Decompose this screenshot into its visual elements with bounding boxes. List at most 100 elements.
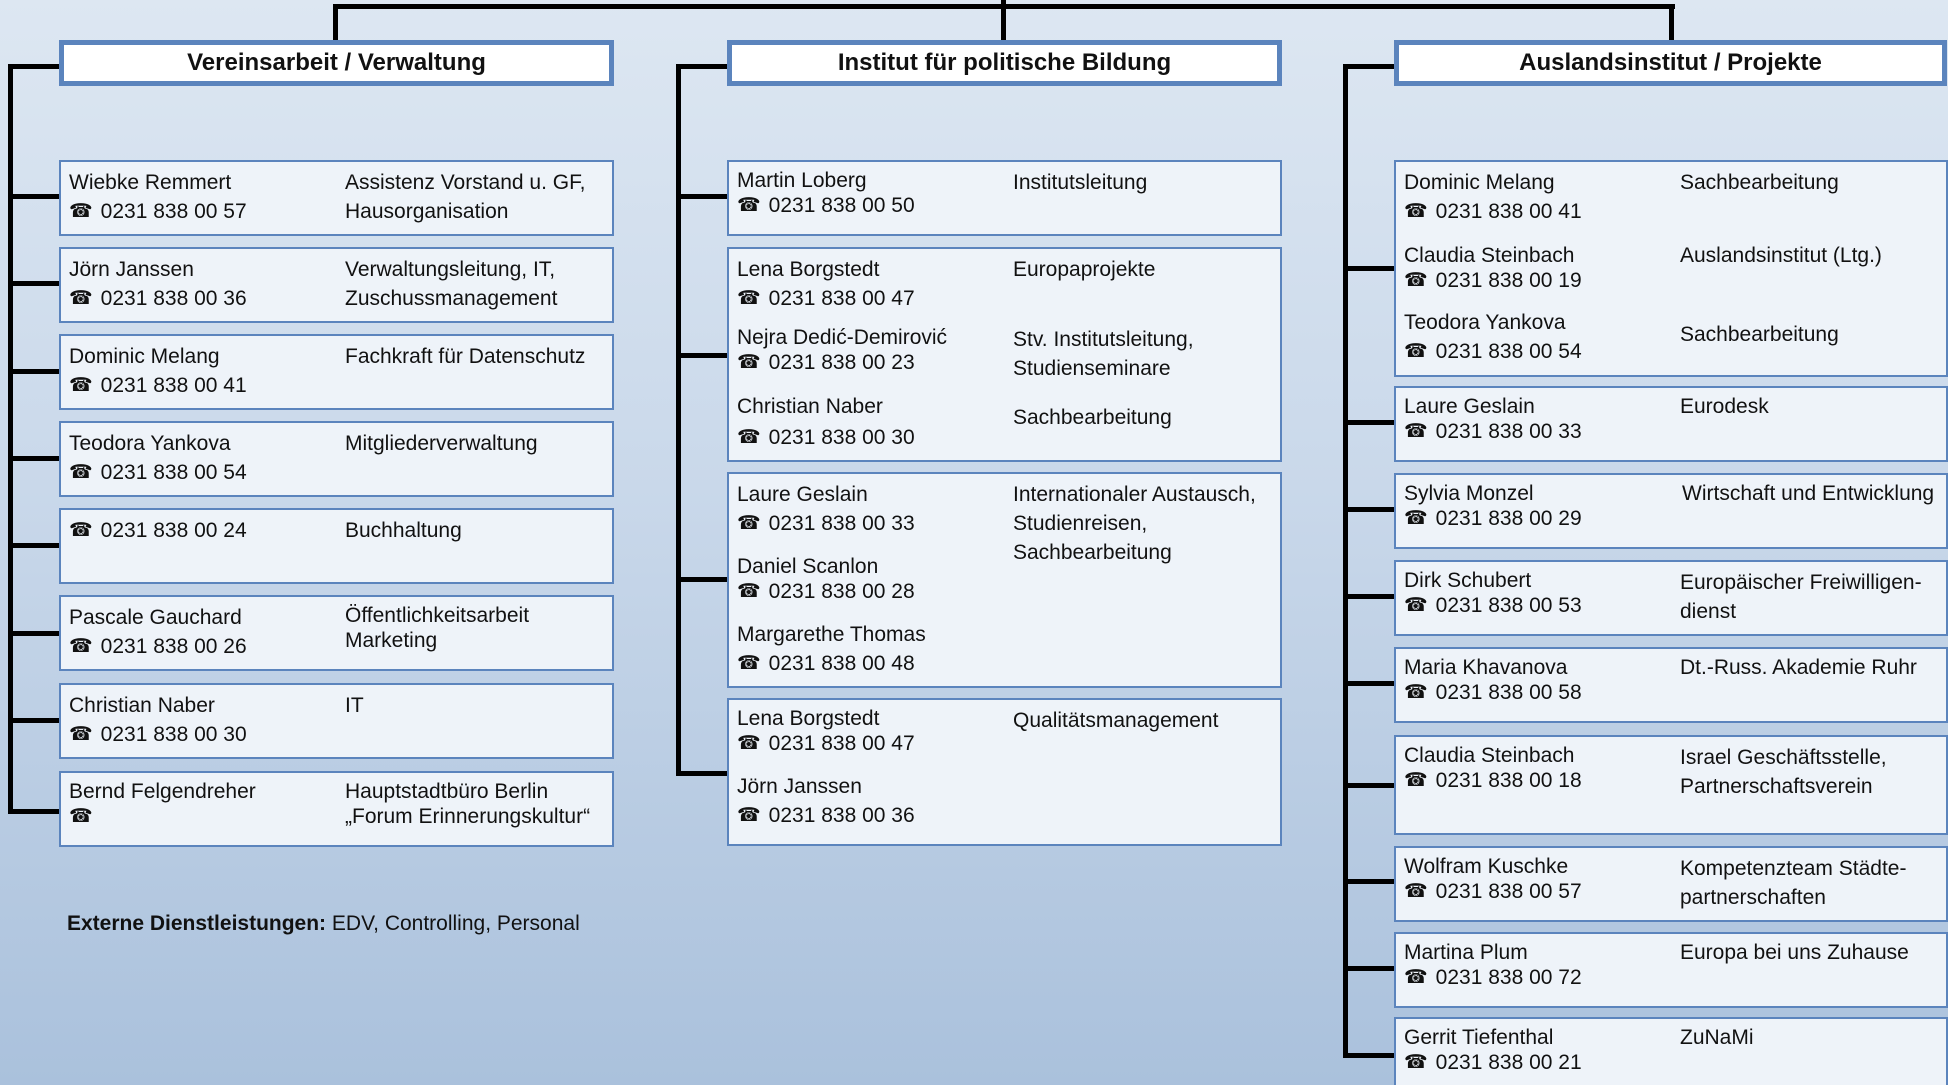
col1-card-8: Bernd Felgendreher ☎ Hauptstadtbüro Berli… (59, 771, 614, 847)
phone-number: 0231 838 00 41 (1435, 200, 1582, 223)
col1-card-2: Jörn Janssen ☎ 0231 838 00 36 Verwaltungsl… (59, 247, 614, 323)
phone-number: 0231 838 00 36 (100, 287, 247, 310)
role-text: Mitgliederverwaltung (345, 432, 538, 455)
phone-number: 0231 838 00 30 (768, 426, 915, 449)
person-name: Claudia Steinbach (1404, 744, 1575, 767)
role-text: Sachbearbeitung (1680, 323, 1839, 346)
role-text: Hauptstadtbüro Berlin (345, 780, 549, 803)
telephone-icon: ☎ (737, 513, 761, 534)
col1-tick (8, 543, 62, 548)
header-label: Institut für politische Bildung (837, 49, 1172, 76)
telephone-icon: ☎ (69, 520, 93, 541)
role-text: Dt.-Russ. Akademie Ruhr (1680, 656, 1917, 679)
role-text: Marketing (345, 629, 438, 652)
person-name: Martina Plum (1404, 941, 1528, 964)
col3-card: Wolfram Kuschke☎0231 838 00 57 Kompetenz… (1394, 846, 1948, 922)
col3-card: Sylvia Monzel☎0231 838 00 29 Wirtschaft … (1394, 473, 1948, 549)
telephone-icon: ☎ (69, 288, 93, 309)
col1-card-1: Wiebke Remmert☎0231 838 00 57 Assistenz … (59, 160, 614, 236)
telephone-icon: ☎ (737, 352, 761, 373)
person-name: Pascale Gauchard (69, 606, 242, 629)
phone-number: 0231 838 00 72 (1435, 966, 1582, 989)
phone-number: 0231 838 00 33 (1435, 420, 1582, 443)
col1-card-7: Christian Naber☎0231 838 00 30 IT (59, 683, 614, 759)
header-vereinsarbeit: Vereinsarbeit / Verwaltung (59, 40, 614, 86)
col1-tick (8, 194, 62, 199)
col1-card-3: Dominic Melang☎0231 838 00 41 Fachkraft … (59, 334, 614, 410)
person-name: Lena Borgstedt (737, 258, 880, 281)
role-text: Sachbearbeitung (1013, 541, 1172, 564)
col2-spine (676, 64, 681, 776)
person-name: Christian Naber (69, 694, 215, 717)
header-label: Vereinsarbeit / Verwaltung (187, 49, 486, 76)
telephone-icon: ☎ (1404, 967, 1428, 988)
phone-number: 0231 838 00 57 (100, 200, 247, 223)
person-name: Wiebke Remmert (69, 171, 232, 194)
phone-number: 0231 838 00 48 (768, 652, 915, 675)
phone-number: 0231 838 00 19 (1435, 269, 1582, 292)
col3-card: Claudia Steinbach ☎ 0231 838 00 18 Israel … (1394, 735, 1948, 835)
col3-tick (1343, 594, 1397, 599)
header-label: Auslandsinstitut / Projekte (1519, 49, 1822, 76)
footnote-text: EDV, Controlling, Personal (326, 912, 580, 935)
col2-tick (676, 353, 730, 358)
role-text: Studienseminare (1013, 357, 1171, 380)
col3-header-tick (1343, 64, 1397, 69)
telephone-icon: ☎ (1404, 770, 1428, 791)
col3-tick (1343, 966, 1397, 971)
header-institut: Institut für politische Bildung (727, 40, 1282, 86)
person-name: Teodora Yankova (1404, 311, 1566, 334)
person-name: Nejra Dedić-Demirović (737, 326, 948, 349)
phone-number: 0231 838 00 26 (100, 635, 247, 658)
col2-tick (676, 194, 730, 199)
role-text: Qualitätsmanagement (1013, 709, 1219, 732)
role-text: Zuschussmanagement (345, 287, 558, 310)
person-name: Margarethe Thomas (737, 623, 926, 646)
col1-tick (8, 809, 62, 814)
top-drop-1 (333, 4, 338, 42)
role-text: Institutsleitung (1013, 171, 1148, 194)
role-text: Wirtschaft und Entwicklung (1682, 482, 1935, 505)
phone-number: 0231 838 00 50 (768, 194, 915, 217)
person-name: Laure Geslain (1404, 395, 1535, 418)
col3-tick (1343, 681, 1397, 686)
col3-tick (1343, 783, 1397, 788)
person-name: Bernd Felgendreher (69, 780, 256, 803)
role-text: Verwaltungsleitung, IT, (345, 258, 556, 281)
phone-number: 0231 838 00 41 (100, 374, 247, 397)
person-name: Jörn Janssen (69, 258, 194, 281)
role-text: Israel Geschäftsstelle, (1680, 746, 1887, 769)
col3-tick (1343, 879, 1397, 884)
col1-tick (8, 456, 62, 461)
col3-card: Maria Khavanova☎0231 838 00 58 Dt.-Russ.… (1394, 647, 1948, 723)
role-text: dienst (1680, 600, 1737, 623)
role-text: partnerschaften (1680, 886, 1826, 909)
col3-tick (1343, 1053, 1397, 1058)
role-text: Europa bei uns Zuhause (1680, 941, 1909, 964)
col1-card-5: ☎0231 838 00 24 Buchhaltung (59, 508, 614, 584)
footnote-label: Externe Dienstleistungen: (67, 912, 327, 935)
telephone-icon: ☎ (69, 806, 93, 827)
phone-number: 0231 838 00 53 (1435, 594, 1582, 617)
telephone-icon: ☎ (1404, 1052, 1428, 1073)
phone-number: 0231 838 00 33 (768, 512, 915, 535)
col1-spine (8, 64, 13, 814)
col1-tick (8, 281, 62, 286)
phone-number: 0231 838 00 24 (100, 519, 247, 542)
telephone-icon: ☎ (1404, 508, 1428, 529)
col2-tick (676, 577, 730, 582)
telephone-icon: ☎ (69, 636, 93, 657)
role-text: „Forum Erinnerungskultur“ (345, 805, 591, 828)
phone-number: 0231 838 00 30 (100, 723, 247, 746)
col3-card: Martina Plum ☎ 0231 838 00 72 Europa bei u… (1394, 932, 1948, 1008)
person-name: Jörn Janssen (737, 775, 862, 798)
person-name: Teodora Yankova (69, 432, 231, 455)
role-text: Studienreisen, (1013, 512, 1148, 535)
col2-header-tick (676, 64, 730, 69)
phone-number: 0231 838 00 18 (1435, 769, 1582, 792)
role-text: Partnerschaftsverein (1680, 775, 1873, 798)
col3-spine (1343, 64, 1348, 1058)
col3-card: Gerrit Tiefenthal☎0231 838 00 21 ZuNaMi (1394, 1017, 1948, 1085)
col2-card-1: Martin Loberg☎0231 838 00 50 Institutsle… (727, 160, 1282, 236)
role-text: Sachbearbeitung (1013, 406, 1172, 429)
